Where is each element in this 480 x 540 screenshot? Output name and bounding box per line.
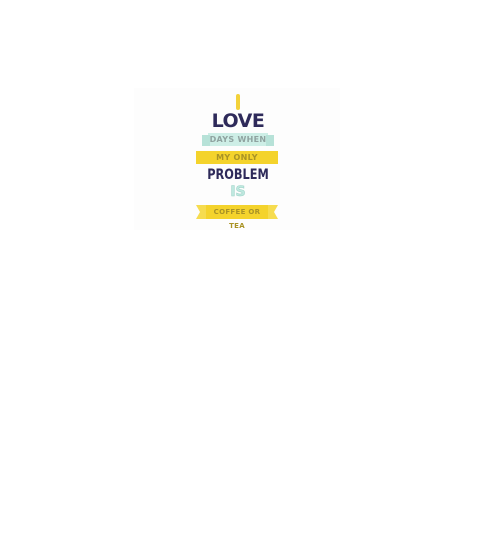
poster-line-is: IS (230, 184, 246, 201)
poster-line-my-only: MY ONLY (216, 153, 258, 162)
poster-line-days-when: DAYS WHEN (209, 135, 267, 144)
poster-line-coffee-or-tea: COFFEE OR TEA (213, 208, 261, 230)
letter-i-mark (236, 94, 240, 110)
ribbon-days-when: DAYS WHEN (202, 133, 274, 146)
poster-line-problem: PROBLEM (207, 167, 269, 183)
ribbon-my-only: MY ONLY (196, 151, 278, 164)
poster-line-love: LOVE (211, 110, 265, 132)
ribbon-coffee-or-tea: COFFEE OR TEA (206, 205, 268, 230)
